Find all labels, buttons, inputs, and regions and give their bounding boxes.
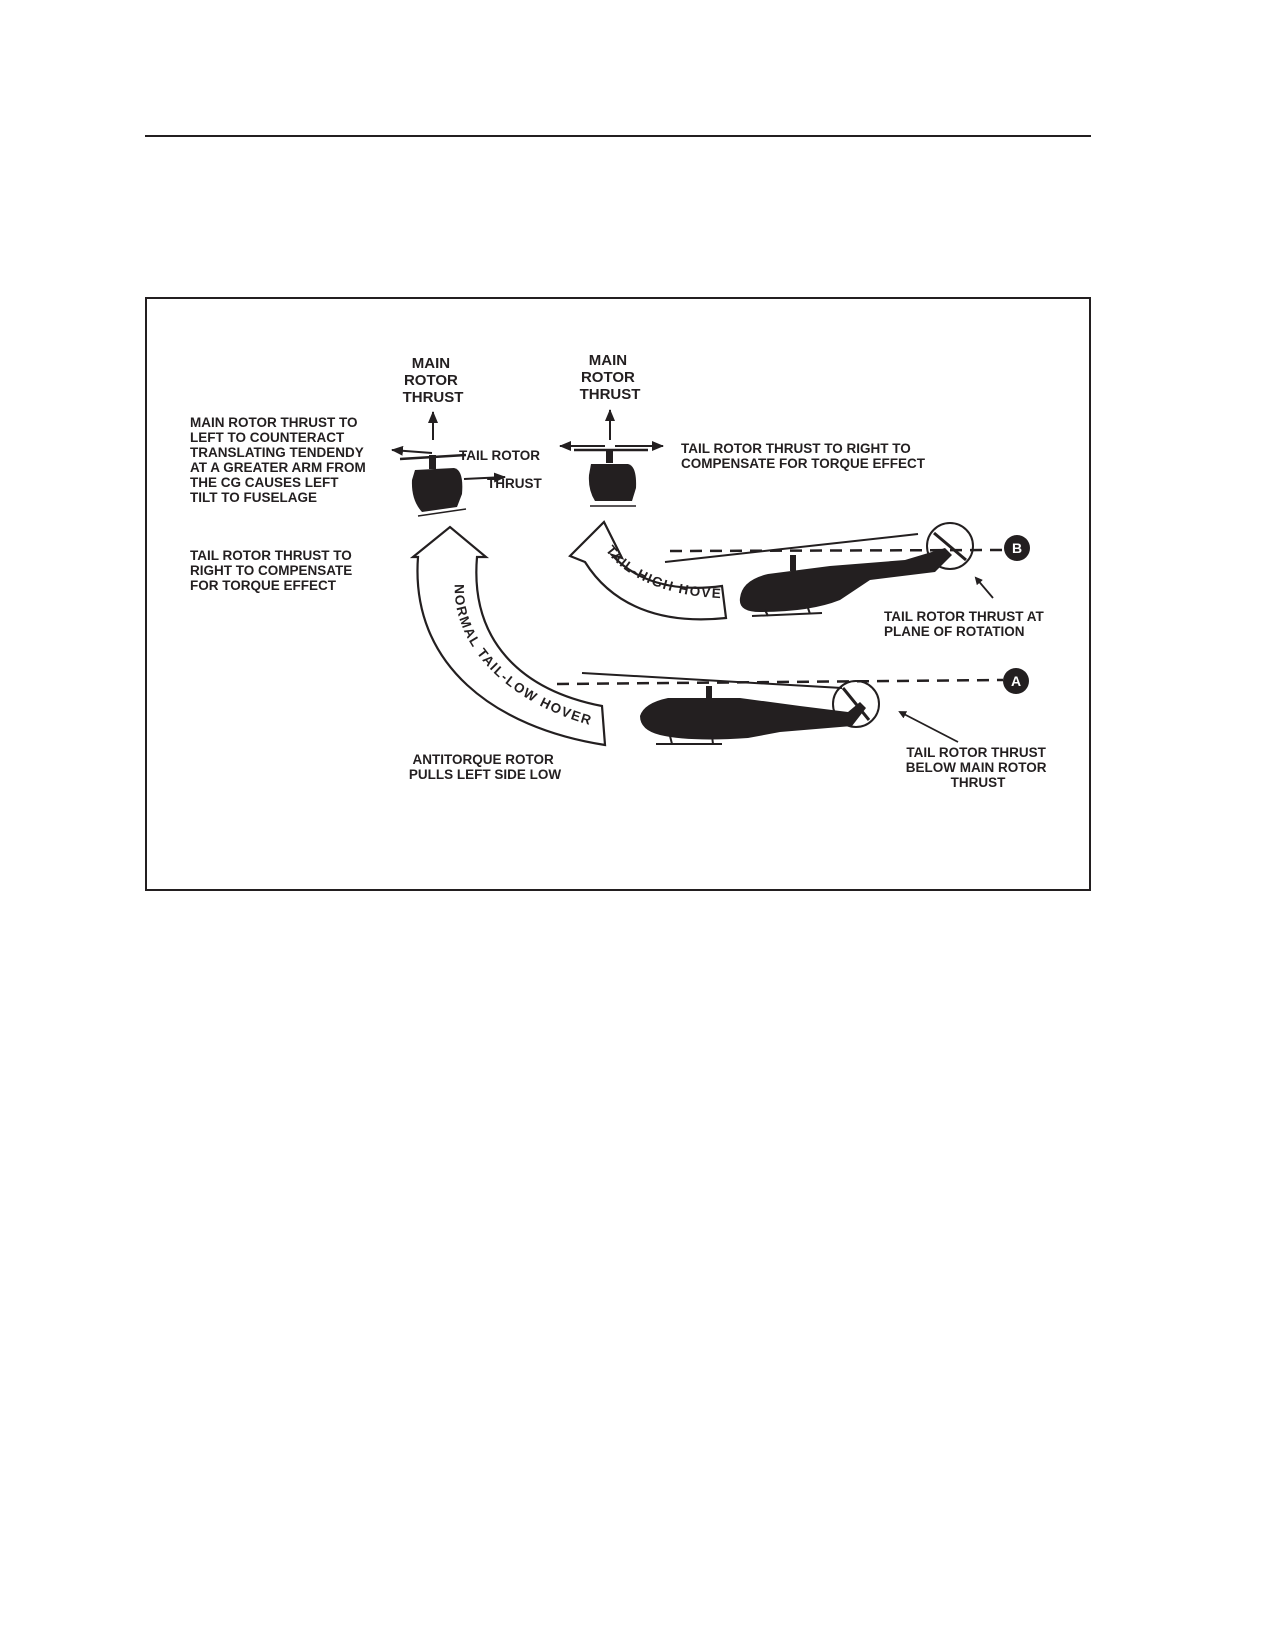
tail-high-hover-arrow [568, 520, 728, 621]
helicopter-side-view-a: A [556, 668, 1029, 745]
figure-frame [145, 297, 1091, 891]
svg-text:A: A [1011, 673, 1021, 689]
front-view-helicopter-right [559, 409, 664, 507]
front-view-helicopter-left [391, 411, 506, 517]
tail-rotor-thrust-below-label: TAIL ROTOR THRUST BELOW MAIN ROTOR THRUS… [906, 745, 1051, 790]
helicopter-side-view-b: B [664, 522, 1030, 617]
tail-high-hover-label: TAIL-HIGH HOVER [0, 0, 723, 601]
antitorque-rotor-label: ANTITORQUE ROTOR PULLS LEFT SIDE LOW [409, 752, 562, 782]
marker-a [1003, 668, 1029, 694]
tail-rotor-thrust-right-top-label: TAIL ROTOR THRUST TO RIGHT TO COMPENSATE… [681, 441, 926, 471]
tail-rotor-thrust-small-label: TAIL ROTOR THRUST [459, 448, 544, 491]
main-rotor-thrust-to-left-label: MAIN ROTOR THRUST TO LEFT TO COUNTERACT … [190, 415, 370, 505]
marker-b [1004, 535, 1030, 561]
header-rule [145, 135, 1091, 137]
svg-text:B: B [1012, 540, 1022, 556]
tail-rotor-thrust-right-left-label: TAIL ROTOR THRUST TO RIGHT TO COMPENSATE… [190, 548, 356, 593]
main-rotor-thrust-label-right: MAIN ROTOR THRUST [580, 352, 641, 403]
normal-tail-low-hover-arrow [409, 525, 607, 747]
tail-rotor-thrust-plane-label: TAIL ROTOR THRUST AT PLANE OF ROTATION [884, 609, 1048, 639]
main-rotor-thrust-label-left: MAIN ROTOR THRUST [403, 355, 464, 406]
